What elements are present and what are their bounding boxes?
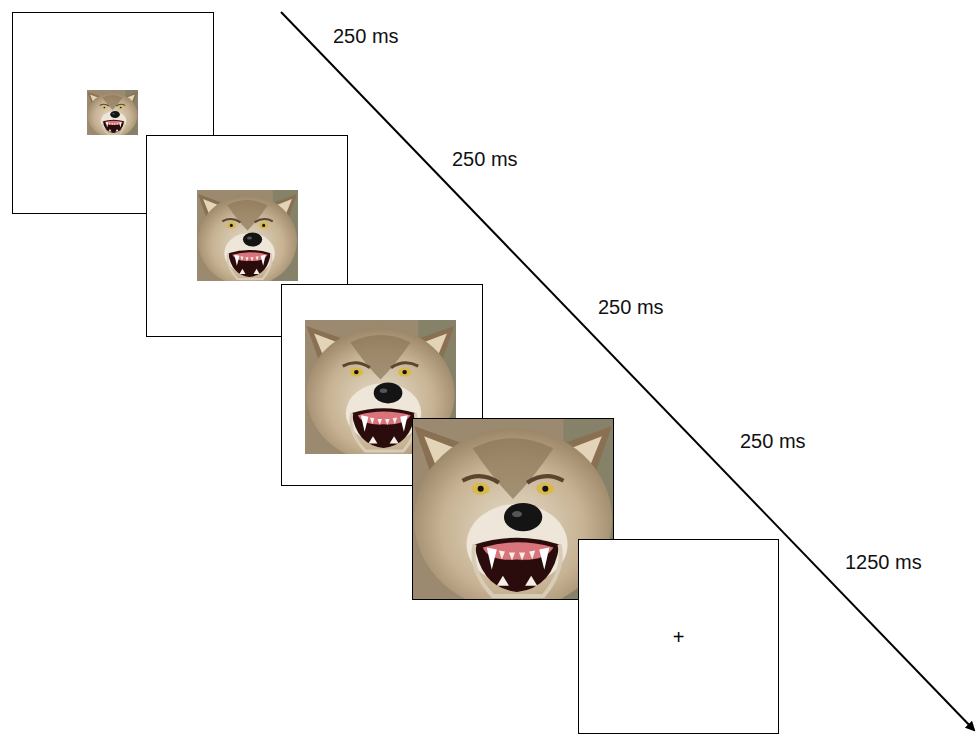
duration-label: 1250 ms xyxy=(845,550,922,574)
fixation-cross: + xyxy=(673,627,685,647)
duration-label: 250 ms xyxy=(333,24,399,48)
duration-label: 250 ms xyxy=(452,147,518,171)
fixation-frame: + xyxy=(578,539,779,734)
duration-label: 250 ms xyxy=(740,429,806,453)
duration-label: 250 ms xyxy=(598,295,664,319)
